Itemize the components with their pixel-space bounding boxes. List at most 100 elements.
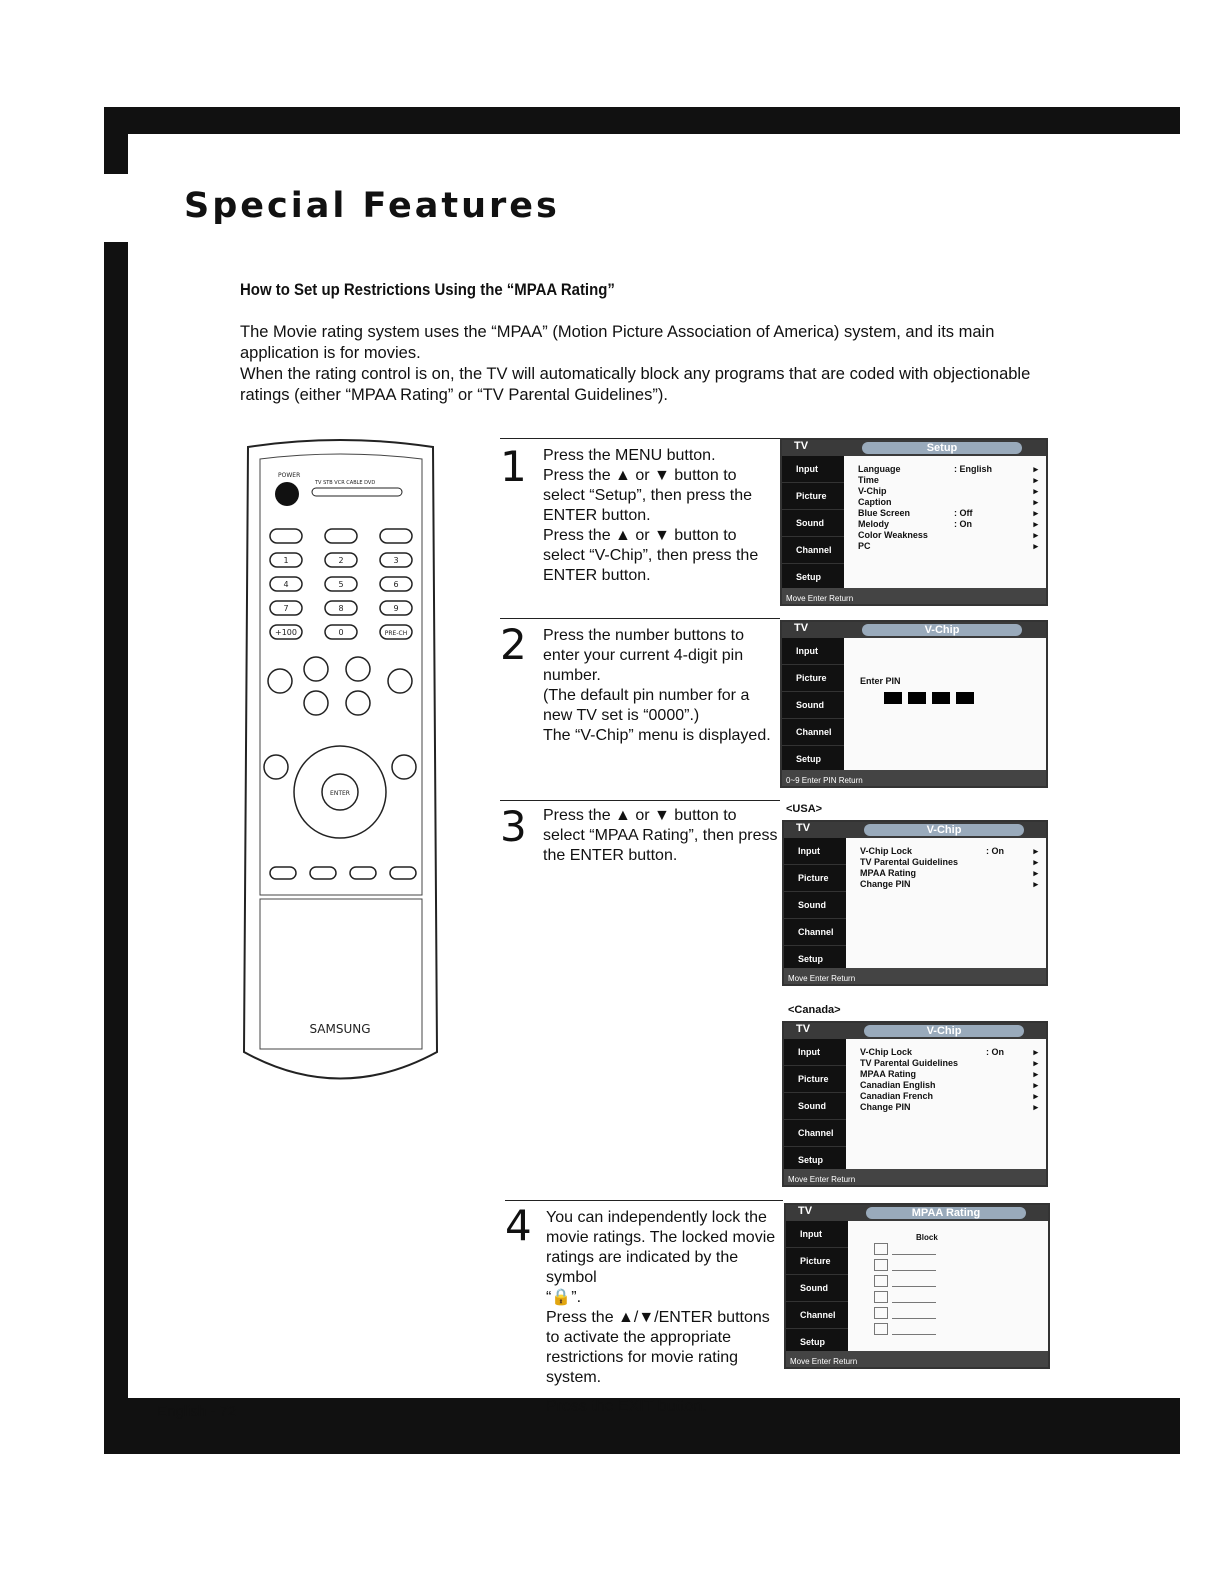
screen-side-menu: Input Picture Sound Channel Setup [784, 838, 846, 973]
remote-brand: SAMSUNG [309, 1022, 370, 1036]
step-3-line-1: Press the ▲ or ▼ button to select “MPAA … [543, 807, 778, 864]
step-2-text: Press the number buttons to enter your c… [543, 626, 779, 746]
side-picture: Picture [782, 483, 844, 510]
side-picture: Picture [782, 665, 844, 692]
row-value [986, 1069, 1030, 1080]
step-3-rule [500, 800, 780, 801]
row-label: Melody [858, 519, 890, 529]
intro-paragraph-2: When the rating control is on, the TV wi… [240, 365, 1031, 404]
row-label: Language [858, 464, 901, 474]
key-prech: PRE-CH [385, 630, 407, 637]
screen-footer: 0~9 Enter PIN Return [786, 776, 863, 785]
side-sound: Sound [786, 1275, 848, 1302]
step-1-rule [500, 438, 780, 439]
row-value [986, 1080, 1030, 1091]
screen-tv-label: TV [796, 822, 811, 834]
row-label: Time [858, 475, 879, 485]
power-label: POWER [278, 472, 300, 479]
row-value [954, 486, 1030, 497]
row-value: : On [986, 1047, 1004, 1057]
remote-control-illustration: POWER TV STB VCR CABLE DVD 1 2 3 4 5 6 7… [242, 439, 439, 1080]
step-2-line-3: The “V-Chip” menu is displayed. [543, 727, 771, 744]
step-1-line-1: Press the MENU button. [543, 447, 716, 464]
key-2: 2 [338, 556, 343, 565]
mpaa-grid [874, 1243, 936, 1339]
screen-footer: Move Enter Return [786, 594, 854, 603]
row-label: V-Chip Lock [860, 1047, 913, 1057]
step-2-line-1: Press the number buttons to enter your c… [543, 627, 744, 684]
usa-rows: V-Chip Lock: On▸ TV Parental Guidelines▸… [860, 846, 1038, 890]
row-value [986, 1058, 1030, 1069]
left-bar-top [104, 107, 128, 174]
side-input: Input [782, 638, 844, 665]
row-label: PC [858, 541, 871, 551]
section-subtitle: How to Set up Restrictions Using the “MP… [240, 280, 615, 299]
screen-footer: Move Enter Return [790, 1357, 858, 1366]
key-9: 9 [393, 604, 398, 613]
key-6: 6 [393, 580, 398, 589]
row-label: Change PIN [860, 879, 911, 889]
side-picture: Picture [784, 1066, 846, 1093]
row-value [986, 879, 1030, 890]
key-5: 5 [338, 580, 343, 589]
side-picture: Picture [784, 865, 846, 892]
side-sound: Sound [782, 692, 844, 719]
side-input: Input [784, 838, 846, 865]
canada-region-label: <Canada> [788, 1004, 841, 1016]
screen-side-menu: Input Picture Sound Channel Setup [784, 1039, 846, 1174]
screen-tv-label: TV [794, 440, 809, 452]
step-1-line-2: Press the ▲ or ▼ button to select “Setup… [543, 467, 752, 524]
step-1-line-3: Press the ▲ or ▼ button to select “V-Chi… [543, 527, 759, 584]
side-sound: Sound [784, 892, 846, 919]
step-2-number: 2 [500, 620, 527, 669]
row-label: TV Parental Guidelines [860, 1058, 959, 1068]
left-bar [104, 242, 128, 1404]
row-value: : On [986, 846, 1004, 856]
row-label: Canadian French [860, 1091, 934, 1101]
row-value [954, 530, 1030, 541]
side-channel: Channel [786, 1302, 848, 1329]
screen-footer: Move Enter Return [788, 974, 856, 983]
screen-side-menu: Input Picture Sound Channel Setup [786, 1221, 848, 1356]
mode-labels: TV STB VCR CABLE DVD [314, 480, 375, 486]
setup-menu-title: Setup [862, 442, 1022, 454]
side-input: Input [784, 1039, 846, 1066]
row-label: Color Weakness [858, 530, 928, 540]
bottom-bar [104, 1398, 1180, 1454]
step-4-line-1: You can independently lock the movie rat… [546, 1209, 776, 1286]
key-7: 7 [283, 604, 288, 613]
side-setup: Setup [782, 564, 844, 591]
vchip-title: V-Chip [864, 824, 1024, 836]
pin-boxes [884, 692, 974, 704]
row-label: Caption [858, 497, 892, 507]
top-bar [104, 107, 1180, 134]
side-channel: Channel [784, 919, 846, 946]
side-channel: Channel [782, 719, 844, 746]
setup-rows: Language: English▸ Time▸ V-Chip▸ Caption… [858, 464, 1038, 551]
row-value: : Off [954, 508, 973, 518]
screen-tv-label: TV [794, 622, 809, 634]
step-4-exit-text: Press the EXIT button. [546, 1398, 707, 1415]
row-label: V-Chip [858, 486, 887, 496]
row-value: : On [954, 519, 972, 529]
key-8: 8 [338, 604, 343, 613]
side-sound: Sound [782, 510, 844, 537]
enter-pin-label: Enter PIN [860, 676, 901, 686]
block-column-header: Block [916, 1233, 938, 1242]
page-title: Special Features [184, 186, 560, 226]
row-label: MPAA Rating [860, 1069, 916, 1079]
side-channel: Channel [784, 1120, 846, 1147]
usa-region-label: <USA> [786, 803, 823, 815]
key-1: 1 [283, 556, 288, 565]
step-4-line-3: Press the ▲/▼/ENTER buttons to activate … [546, 1309, 770, 1386]
usa-vchip-screen: TV V-Chip Input Picture Sound Channel Set… [782, 820, 1048, 986]
row-value [986, 868, 1030, 879]
row-label: Canadian English [860, 1080, 936, 1090]
row-value [986, 1091, 1030, 1102]
key-3: 3 [393, 556, 398, 565]
canada-rows: V-Chip Lock: On▸ TV Parental Guidelines▸… [860, 1047, 1038, 1112]
page-number: English - 72 [157, 1403, 237, 1420]
